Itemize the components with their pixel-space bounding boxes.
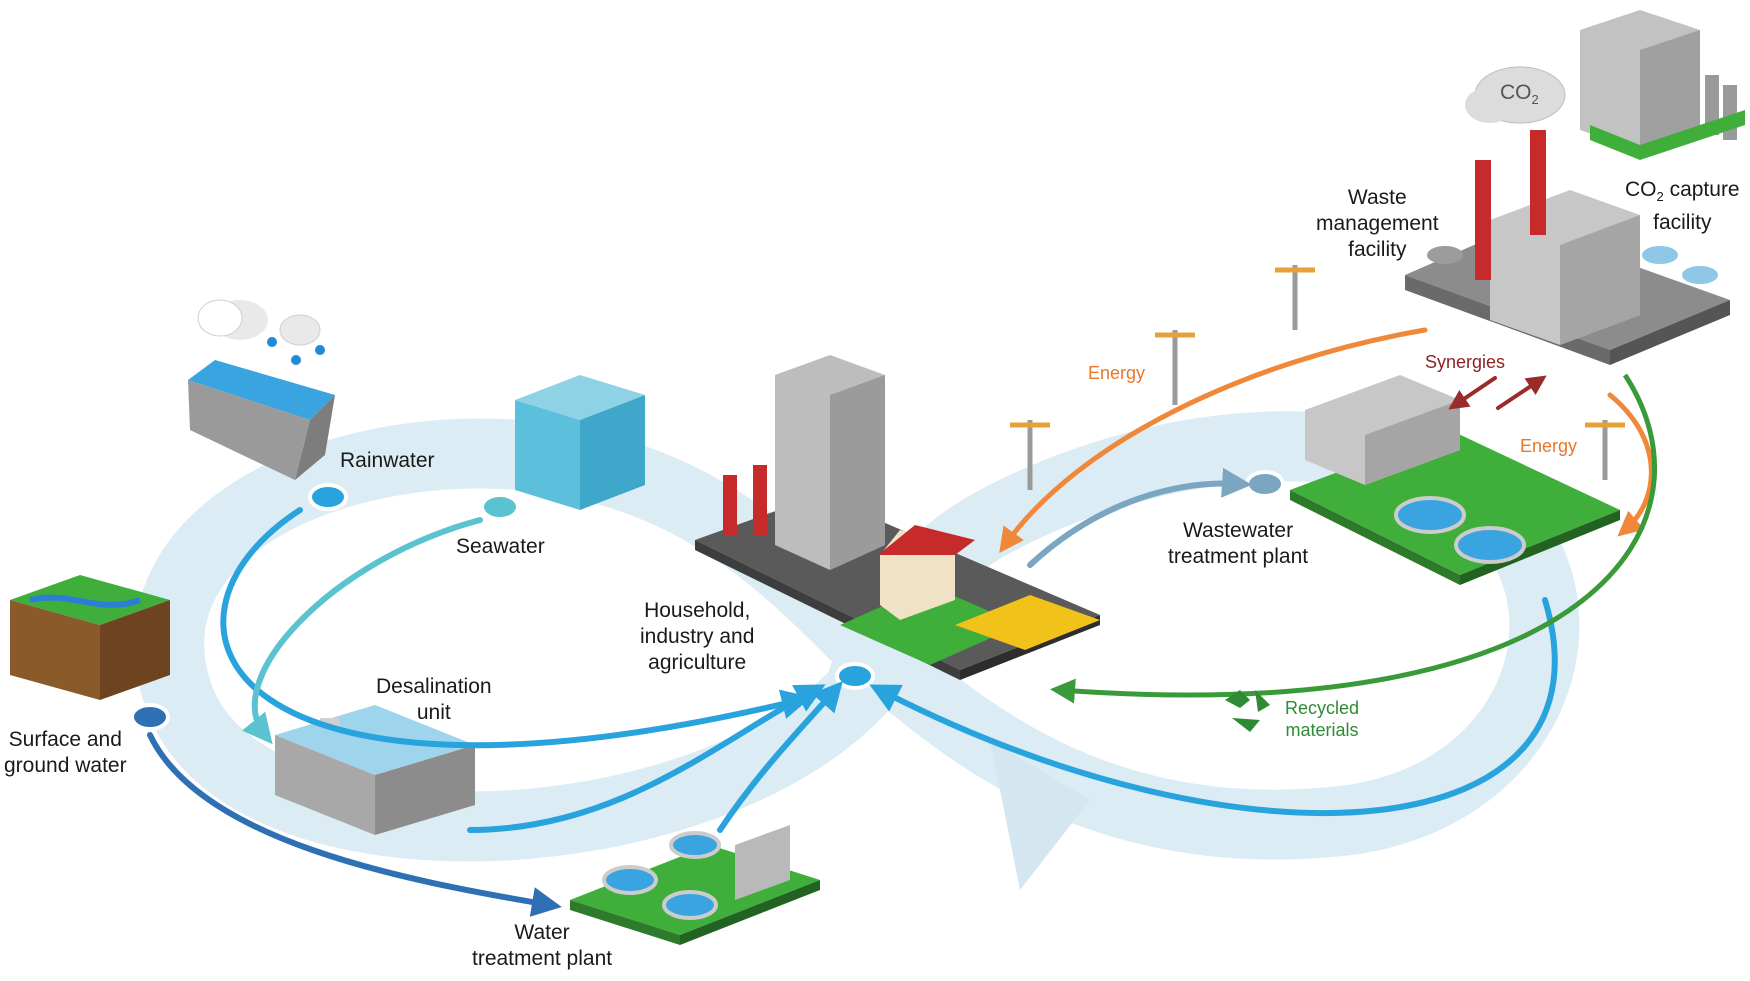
seawater-label: Seawater [456,535,545,558]
co2-cloud-icon [1465,66,1566,124]
seawater-node [480,493,520,521]
groundwater-to-treatment-arrow [147,732,562,917]
household-node [835,662,875,690]
co2-capture-label: CO2 capture facility [1625,178,1740,235]
water-treatment-label: Water treatment plant [472,921,613,970]
synergy-arrows [1448,375,1547,410]
synergy-arrow-out [1496,375,1547,410]
household-to-wastewater-arrow [1027,467,1252,568]
recycled-materials-arrow [1050,373,1658,704]
seawater-to-desalination-arrow [242,517,483,745]
energy-to-wastewater-arrow [1607,392,1654,537]
wastewater-label: Wastewater treatment plant [1168,519,1309,568]
recycle-icon [1225,690,1270,732]
groundwater-node [130,703,170,731]
surface-groundwater-label: Surface and ground water [4,728,127,777]
figure-eight-loop [134,411,1580,890]
power-pylon-icons [1010,265,1625,490]
energy-label-right: Energy [1520,436,1578,456]
surface-groundwater-block-icon [10,575,170,700]
energy-arrows [999,327,1654,554]
rainwater-node [308,483,348,511]
synergies-label: Synergies [1425,352,1506,372]
rainwater-label: Rainwater [340,449,435,472]
waste-management-facility-icon [1405,130,1730,365]
energy-to-household-arrow [999,327,1428,554]
treatment-to-household-arrow [717,680,843,833]
household-platform-icon [695,355,1100,680]
rainwater-to-household-arrow [220,507,812,749]
water-treatment-plant-icon [570,825,820,945]
rainwater-tank-icon [188,299,335,480]
wastewater-treatment-plant-icon [1290,375,1620,585]
synergy-arrow-in [1448,376,1497,410]
loop-arrowhead [990,740,1090,890]
water-flow-arrows [147,467,1558,917]
energy-label-top: Energy [1088,363,1146,383]
desalination-to-household-arrow [467,684,826,833]
recycled-materials-label: Recycled materials [1285,698,1360,740]
flow-nodes [130,470,1285,731]
wastewater-node [1245,470,1285,498]
waste-management-label: Waste management facility [1316,186,1439,261]
seawater-cube-icon [515,375,645,510]
desalination-label: Desalination unit [376,675,492,724]
co2-capture-facility-icon [1580,10,1745,160]
wastewater-to-household-arrow [869,597,1558,817]
household-label: Household, industry and agriculture [640,599,755,674]
co2-cloud-label: CO2 [1500,81,1539,108]
